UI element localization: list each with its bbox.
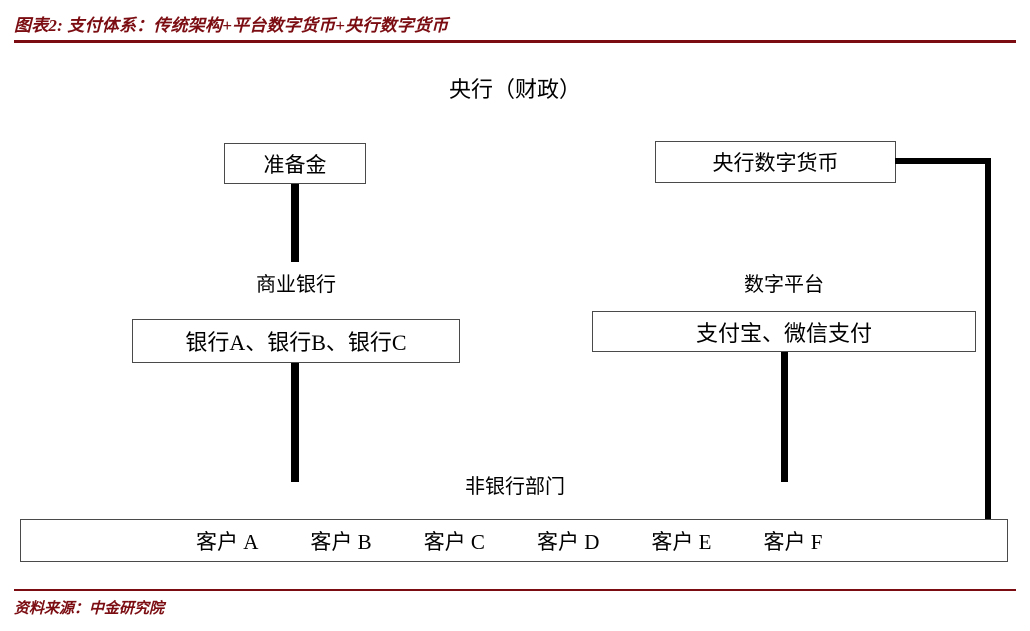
customer-item: 客户 A <box>196 529 259 554</box>
title-divider <box>14 40 1016 43</box>
label-digital-platform: 数字平台 <box>744 274 824 296</box>
customer-item: 客户 C <box>423 529 485 554</box>
label-central-bank: 央行（财政） <box>448 77 581 102</box>
page-title: 图表2: 支付体系：传统架构+平台数字货币+央行数字货币 <box>14 16 449 35</box>
node-banks: 银行A、银行B、银行C <box>132 319 460 363</box>
connector-platforms-to-customers <box>781 352 788 482</box>
node-cbdc: 央行数字货币 <box>655 141 896 183</box>
connector-banks-to-customers <box>291 363 299 482</box>
label-nonbank-sector: 非银行部门 <box>465 476 565 498</box>
label-commercial-banks: 商业银行 <box>256 274 336 296</box>
customer-item: 客户 E <box>651 529 712 554</box>
customer-item: 客户 D <box>536 529 600 554</box>
footer-divider <box>14 589 1016 591</box>
customers-row: 客户 A 客户 B 客户 C 客户 D 客户 E 客户 F <box>196 526 874 556</box>
connector-reserves-to-banks <box>291 184 299 262</box>
node-reserves: 准备金 <box>224 143 366 184</box>
customer-item: 客户 B <box>310 529 372 554</box>
connector-cbdc-horizontal <box>895 158 991 164</box>
customer-item: 客户 F <box>763 529 823 554</box>
node-platforms: 支付宝、微信支付 <box>592 311 976 352</box>
source-note: 资料来源：中金研究院 <box>14 601 165 617</box>
node-customers: 客户 A 客户 B 客户 C 客户 D 客户 E 客户 F <box>20 519 1008 562</box>
connector-cbdc-to-customers <box>985 158 991 520</box>
